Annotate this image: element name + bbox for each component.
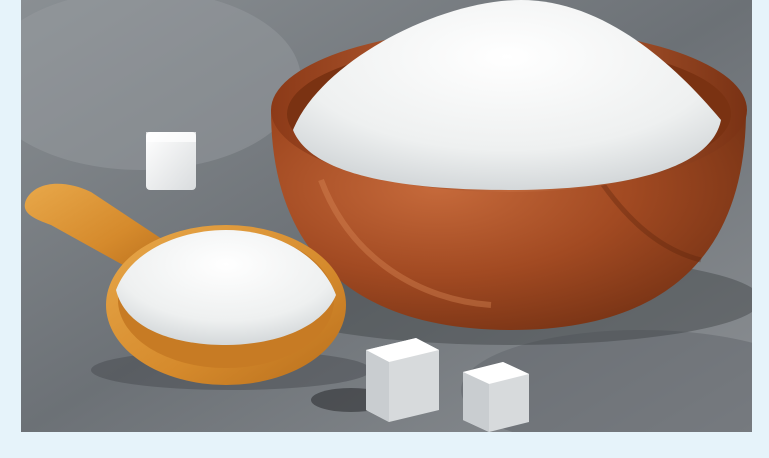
- sugar-pile-bowl: [293, 0, 721, 190]
- sugar-cube-front-left: [366, 338, 439, 422]
- sugar-photo-illustration: [21, 0, 752, 432]
- sugar-cube-front-right: [463, 362, 529, 432]
- sugar-cube-back: [146, 132, 196, 190]
- caption-strip: [0, 432, 769, 458]
- sugar-pile-scoop: [116, 230, 336, 345]
- photo: [21, 0, 752, 432]
